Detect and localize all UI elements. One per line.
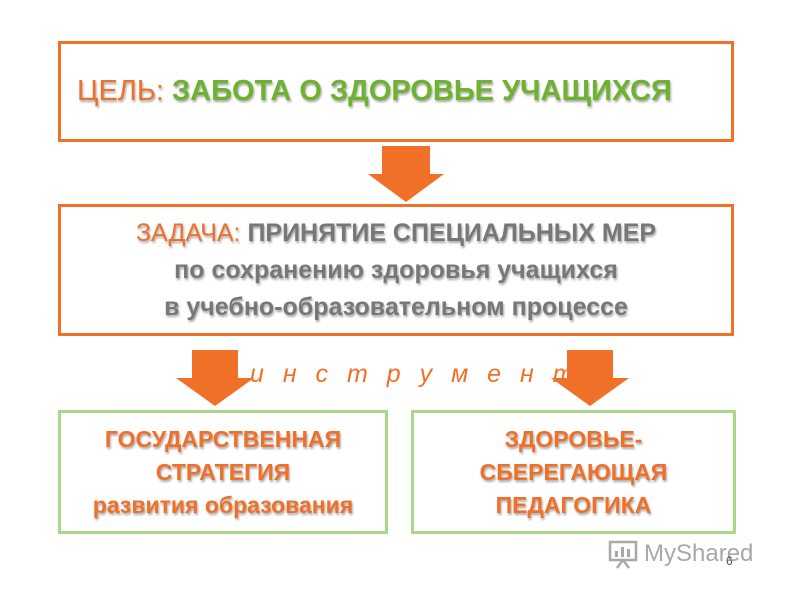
state-strategy-box: ГОСУДАРСТВЕННАЯ СТРАТЕГИЯ развития образ… bbox=[58, 410, 388, 534]
presentation-board-icon bbox=[608, 540, 638, 569]
down-arrow-center bbox=[368, 146, 444, 202]
watermark-text: MyShared bbox=[644, 540, 754, 567]
task-line-2: по сохранению здоровья учащихся bbox=[174, 255, 618, 284]
task-box: ЗАДАЧА: ПРИНЯТИЕ СПЕЦИАЛЬНЫХ МЕР по сохр… bbox=[58, 204, 734, 336]
goal-box: ЦЕЛЬ: ЗАБОТА О ЗДОРОВЬЕ УЧАЩИХСЯ bbox=[58, 41, 734, 142]
right-line-3: ПЕДАГОГИКА bbox=[495, 491, 652, 518]
watermark: MyShared bbox=[608, 536, 768, 572]
page-number: 6 bbox=[726, 554, 733, 568]
right-line-1: ЗДОРОВЬЕ- bbox=[504, 425, 643, 452]
down-arrow-right bbox=[551, 350, 629, 406]
down-arrow-left bbox=[176, 350, 254, 406]
left-line-1: ГОСУДАРСТВЕННАЯ bbox=[104, 425, 342, 452]
task-line-3: в учебно-образовательном процессе bbox=[164, 292, 628, 321]
goal-label: ЦЕЛЬ: bbox=[77, 75, 164, 107]
left-line-3: развития образования bbox=[92, 491, 354, 518]
health-pedagogy-box: ЗДОРОВЬЕ- СБЕРЕГАЮЩАЯ ПЕДАГОГИКА bbox=[411, 410, 736, 534]
instruments-label: и н с т р у м е н т ы bbox=[250, 360, 617, 388]
goal-text: ЗАБОТА О ЗДОРОВЬЕ УЧАЩИХСЯ bbox=[171, 75, 672, 107]
task-label: ЗАДАЧА: bbox=[135, 218, 241, 247]
task-line-1: ЗАДАЧА: ПРИНЯТИЕ СПЕЦИАЛЬНЫХ МЕР bbox=[135, 218, 657, 247]
right-line-2: СБЕРЕГАЮЩАЯ bbox=[479, 458, 668, 485]
left-line-2: СТРАТЕГИЯ bbox=[155, 458, 291, 485]
